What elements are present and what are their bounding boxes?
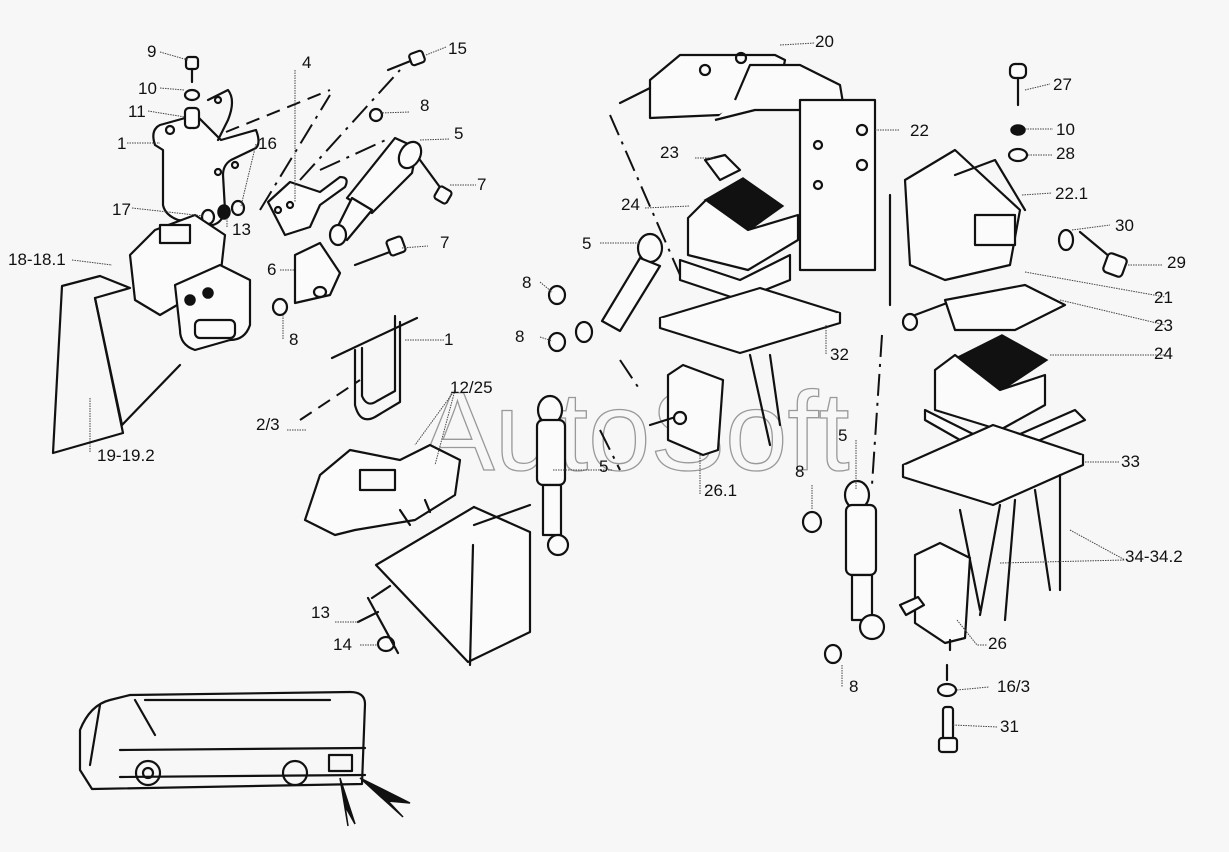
- shock-absorber-part-5-right[interactable]: [843, 479, 886, 641]
- callout-24[interactable]: 24: [1154, 344, 1173, 363]
- bracket-part-4[interactable]: [266, 175, 348, 237]
- bolt-part-9[interactable]: [184, 55, 200, 84]
- callout-29[interactable]: 29: [1167, 253, 1186, 272]
- callout-8[interactable]: 8: [515, 327, 524, 346]
- bolt-part-29[interactable]: [1078, 230, 1128, 278]
- base-plate-part-32[interactable]: [658, 286, 842, 447]
- shock-absorber-part-5-center-right[interactable]: [574, 232, 664, 344]
- callout-27[interactable]: 27: [1053, 75, 1072, 94]
- callout-34-34-2[interactable]: 34-34.2: [1125, 547, 1183, 566]
- plate-part-23-right[interactable]: [943, 283, 1067, 332]
- callout-26-1[interactable]: 26.1: [704, 481, 737, 500]
- callout-6[interactable]: 6: [267, 260, 276, 279]
- callout-1[interactable]: 1: [117, 134, 126, 153]
- callout-23[interactable]: 23: [660, 143, 679, 162]
- sleeve-part-11[interactable]: [183, 106, 201, 130]
- callout-20[interactable]: 20: [815, 32, 834, 51]
- bolt-part-27[interactable]: [1008, 62, 1028, 107]
- callout-18-18-1[interactable]: 18-18.1: [8, 250, 66, 269]
- bracket-part-1-lower[interactable]: [330, 314, 419, 421]
- callout-5[interactable]: 5: [582, 234, 591, 253]
- callout-8[interactable]: 8: [795, 462, 804, 481]
- bolt-part-7-upper[interactable]: [418, 158, 453, 205]
- washer-part-28[interactable]: [1007, 147, 1029, 163]
- plate-part-23-center[interactable]: [703, 153, 742, 182]
- pin-part-13[interactable]: [356, 610, 380, 624]
- callout-22[interactable]: 22: [910, 121, 929, 140]
- callout-5[interactable]: 5: [454, 124, 463, 143]
- shock-absorber-part-5-upper[interactable]: [328, 136, 426, 247]
- callout-2-3[interactable]: 2/3: [256, 415, 280, 434]
- bolt-part-7-lower[interactable]: [353, 235, 407, 267]
- nut-part-8-right-top[interactable]: [801, 510, 823, 534]
- engine-mount-part-18[interactable]: [128, 213, 252, 352]
- watermark: AutoSoft: [420, 369, 850, 494]
- callout-31[interactable]: 31: [1000, 717, 1019, 736]
- nut-part-8-top[interactable]: [368, 107, 384, 123]
- callout-labels: 9 10 11 1 16 17 13 18-18.1 19-19.2 4 15 …: [8, 32, 1186, 736]
- callout-16[interactable]: 16: [258, 134, 277, 153]
- washer-part-10[interactable]: [183, 88, 201, 102]
- nut-part-8-right-bottom[interactable]: [823, 643, 843, 665]
- callout-15[interactable]: 15: [448, 39, 467, 58]
- callout-28[interactable]: 28: [1056, 144, 1075, 163]
- bolt-part-31[interactable]: [937, 705, 959, 754]
- callout-33[interactable]: 33: [1121, 452, 1140, 471]
- base-plate-part-33[interactable]: [901, 423, 1085, 507]
- callout-22-1[interactable]: 22.1: [1055, 184, 1088, 203]
- callout-10[interactable]: 10: [138, 79, 157, 98]
- callout-23[interactable]: 23: [1154, 316, 1173, 335]
- washer-part-30[interactable]: [1057, 228, 1075, 252]
- washer-part-10-right[interactable]: [1010, 124, 1026, 136]
- callout-12-25[interactable]: 12/25: [450, 378, 493, 397]
- callout-8[interactable]: 8: [289, 330, 298, 349]
- callout-13[interactable]: 13: [232, 220, 251, 239]
- nut-part-8-center-top[interactable]: [547, 284, 567, 306]
- bracket-part-22-1[interactable]: [888, 148, 1027, 307]
- engine-mount-part-12-25[interactable]: [303, 443, 462, 537]
- nut-part-8-left[interactable]: [271, 297, 289, 317]
- callout-26[interactable]: 26: [988, 634, 1007, 653]
- rubber-mount-part-24-center[interactable]: [678, 177, 800, 302]
- callout-24[interactable]: 24: [621, 195, 640, 214]
- callout-5[interactable]: 5: [599, 457, 608, 476]
- bracket-part-26-1[interactable]: [648, 363, 725, 457]
- callout-7[interactable]: 7: [440, 233, 449, 252]
- callout-5[interactable]: 5: [838, 426, 847, 445]
- washer-part-16-3[interactable]: [936, 682, 958, 698]
- callout-21[interactable]: 21: [1154, 288, 1173, 307]
- callout-10[interactable]: 10: [1056, 120, 1075, 139]
- callout-30[interactable]: 30: [1115, 216, 1134, 235]
- vehicle-locator: [78, 690, 411, 827]
- callout-11[interactable]: 11: [128, 102, 146, 121]
- rubber-mount-part-24-right[interactable]: [923, 334, 1087, 462]
- bracket-part-22[interactable]: [714, 63, 877, 272]
- callout-9[interactable]: 9: [147, 42, 156, 61]
- heat-shield-block[interactable]: [374, 503, 532, 667]
- callout-17[interactable]: 17: [112, 200, 131, 219]
- shock-absorber-part-5-center[interactable]: [535, 394, 570, 557]
- callout-19-19-2[interactable]: 19-19.2: [97, 446, 155, 465]
- callout-8[interactable]: 8: [522, 273, 531, 292]
- callout-8[interactable]: 8: [849, 677, 858, 696]
- callout-8[interactable]: 8: [420, 96, 429, 115]
- bracket-part-6[interactable]: [293, 241, 342, 305]
- callout-7[interactable]: 7: [477, 175, 486, 194]
- heat-shield-part-19[interactable]: [51, 274, 182, 455]
- callout-32[interactable]: 32: [830, 345, 849, 364]
- bolt-part-15[interactable]: [386, 49, 426, 72]
- callout-4[interactable]: 4: [302, 53, 311, 72]
- nut-part-8-center-bottom[interactable]: [547, 331, 567, 353]
- callout-13[interactable]: 13: [311, 603, 330, 622]
- leader-lines: [71, 42, 1166, 728]
- callout-16-3[interactable]: 16/3: [997, 677, 1030, 696]
- callout-1[interactable]: 1: [444, 330, 453, 349]
- bracket-part-26[interactable]: [898, 541, 972, 645]
- callout-14[interactable]: 14: [333, 635, 352, 654]
